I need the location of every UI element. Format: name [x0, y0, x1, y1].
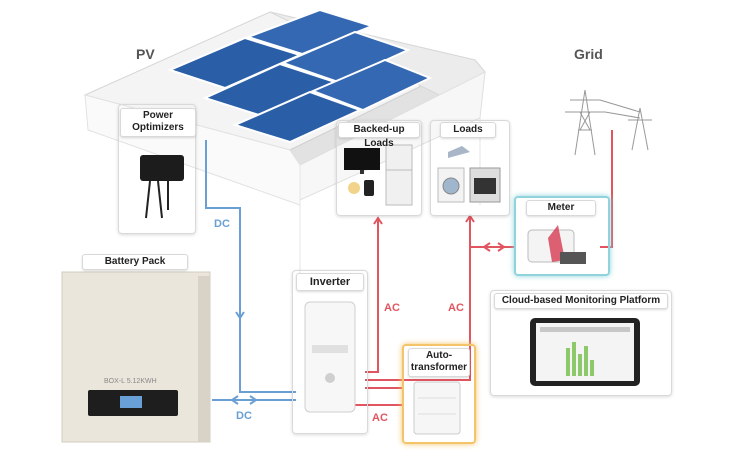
- loads-box: [430, 120, 510, 216]
- backed-up-loads-label: Backed-up Loads: [338, 122, 420, 149]
- battery-pack-label: Battery Pack: [82, 254, 188, 270]
- power-optimizers-label: Power Optimizers: [120, 108, 196, 137]
- power-optimizer-device: [140, 155, 184, 219]
- ac-bottom-label: AC: [372, 412, 388, 424]
- dc-bottom-label: DC: [236, 410, 252, 422]
- meter-device: [527, 225, 586, 264]
- monitoring-tablet: [530, 318, 640, 386]
- meter-box: [514, 196, 610, 276]
- dc-wiring: [205, 140, 296, 401]
- battery-pack-unit: [61, 271, 211, 443]
- inverter-box: [292, 270, 368, 434]
- ac-arrows: [373, 214, 506, 252]
- auto-transformer-unit: [413, 381, 461, 435]
- meter-label: Meter: [526, 200, 596, 216]
- backed-up-loads-box: [336, 120, 422, 216]
- battery-model-text: BOX-L 5.12KWH: [104, 378, 157, 385]
- auto-transformer-box: [402, 344, 476, 444]
- load-appliances: [437, 146, 501, 203]
- grid-tower: [565, 89, 652, 156]
- backed-up-appliances: [344, 144, 413, 206]
- solar-panel-array: [167, 8, 433, 144]
- loads-label: Loads: [440, 122, 496, 138]
- grid-label: Grid: [574, 46, 603, 62]
- ac-right-label: AC: [448, 302, 464, 314]
- ac-left-label: AC: [384, 302, 400, 314]
- cloud-monitoring-label: Cloud-based Monitoring Platform: [494, 293, 668, 309]
- pv-label: PV: [136, 46, 155, 62]
- inverter-unit: [304, 301, 356, 413]
- dc-top-label: DC: [214, 218, 230, 230]
- auto-transformer-label: Auto- transformer: [408, 348, 470, 377]
- power-optimizers-box: [118, 104, 196, 234]
- cloud-monitoring-box: [490, 290, 672, 396]
- ac-wiring: [349, 130, 613, 406]
- dc-arrows: [230, 311, 258, 405]
- inverter-label: Inverter: [296, 273, 364, 291]
